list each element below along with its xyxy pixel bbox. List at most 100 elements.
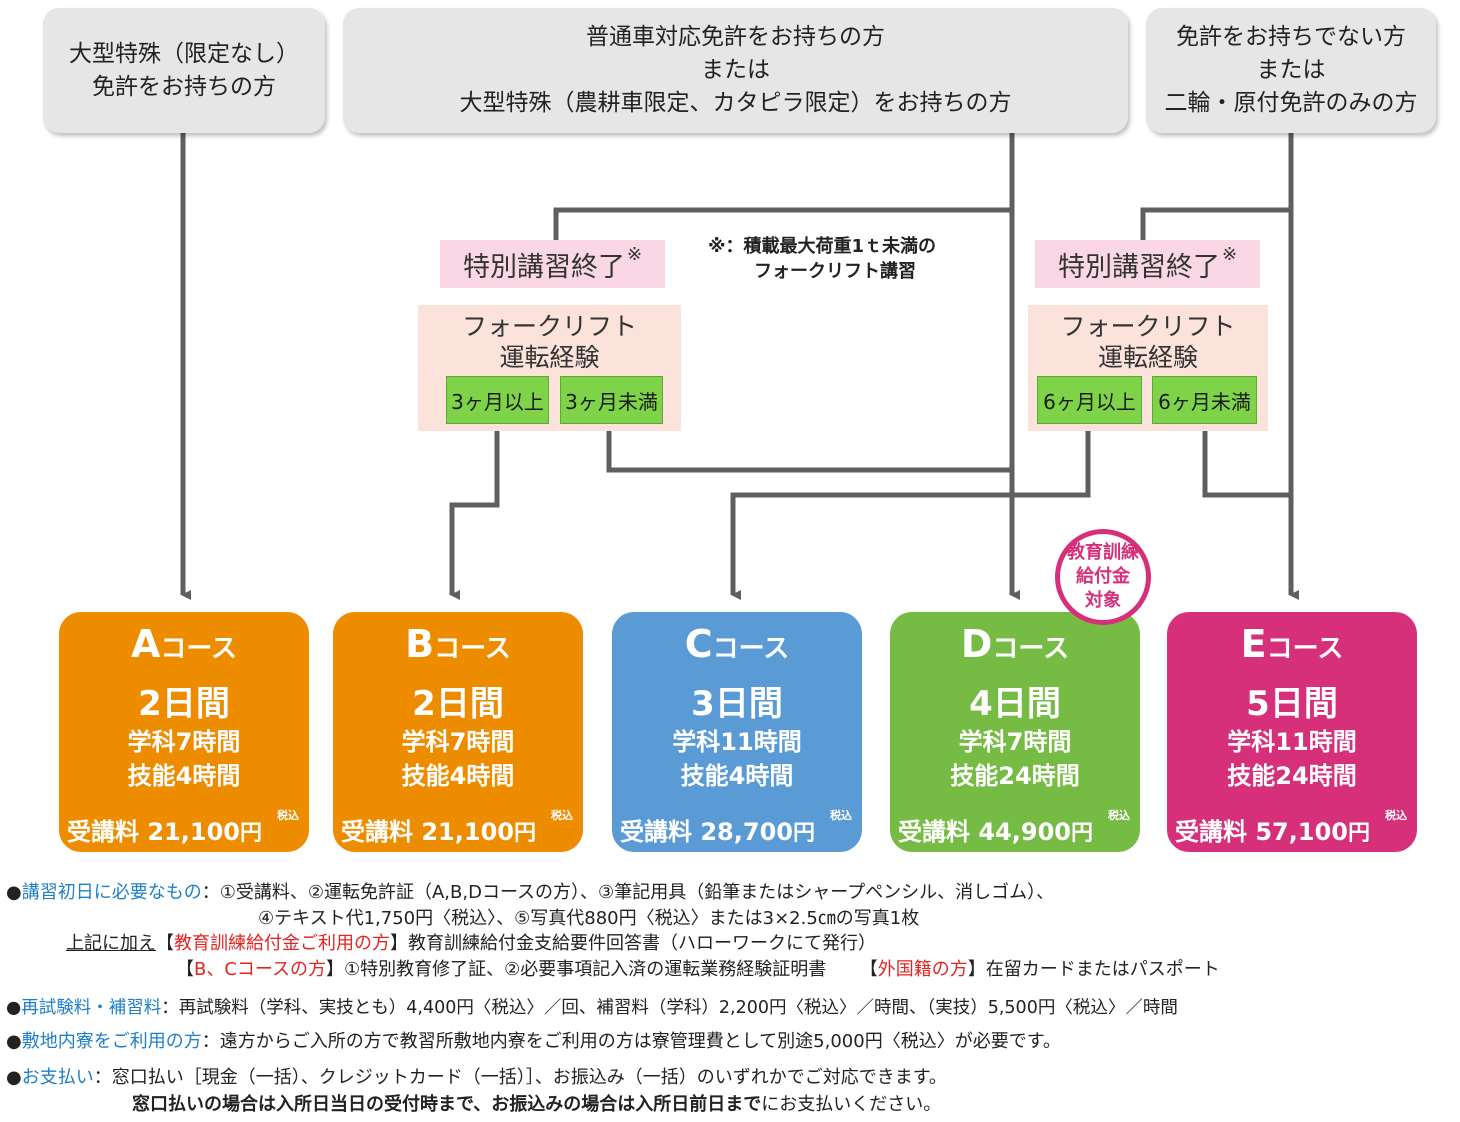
course-c-card: Cコース 3日間 学科11時間 技能4時間 税込 受講料 28,700円	[612, 612, 862, 852]
course-fee: 受講料 28,700円	[620, 812, 862, 847]
retest-label: 再試験料・補習料	[21, 998, 162, 1018]
fee-amount: 28,700	[700, 818, 793, 846]
experience-title: フォークリフト 運転経験	[418, 311, 681, 373]
course-tax-label: 税込	[551, 809, 573, 822]
dorm-label: 敷地内寮をご利用の方	[21, 1031, 202, 1052]
special-label: 特別講習終了	[462, 251, 625, 283]
needs-text: ：①受講料、②運転免許証（A,B,Dコースの方）、③筆記用具（鉛筆またはシャープ…	[201, 882, 1055, 903]
footer-payment-line: ●お支払い：窓口払い［現金（一括）、クレジットカード（一括）］、お振込み（一括）…	[6, 1067, 947, 1089]
course-days: 2日間	[412, 684, 504, 724]
kyouiku-label: 教育訓練給付金ご利用の方	[174, 933, 390, 954]
course-letter: B	[405, 622, 435, 666]
course-skill-hours: 技能4時間	[401, 762, 515, 790]
course-lecture-hours: 学科7時間	[958, 728, 1072, 756]
top-box-line: 免許をお持ちでない方	[1176, 24, 1406, 50]
course-lecture-hours: 学科11時間	[1227, 728, 1357, 756]
badge-line: 給付金	[1076, 566, 1130, 587]
course-skill-hours: 技能24時間	[1227, 762, 1357, 790]
badge-line: 対象	[1085, 590, 1121, 611]
footer-addition-line: 上記に加え【教育訓練給付金ご利用の方】教育訓練給付金支給要件回答書（ハローワーク…	[66, 933, 876, 955]
top-box-line: 免許をお持ちの方	[92, 73, 276, 100]
special-course-right: 特別講習終了※	[1035, 240, 1260, 288]
bullet: ●	[6, 1067, 22, 1088]
fee-yen: 円	[513, 821, 536, 846]
course-fee: 受講料 44,900円	[898, 812, 1140, 847]
forklift-note: ※：積載最大荷重1ｔ未満の フォークリフト講習	[708, 234, 936, 284]
experience-title-line: フォークリフト	[461, 312, 637, 341]
course-letter: A	[130, 622, 161, 666]
course-suffix: コース	[712, 634, 790, 664]
bullet: ●	[6, 882, 22, 903]
course-name: Cコース	[612, 622, 862, 666]
retest-text: ：再試験料（学科、実技とも）4,400円〈税込〉／回、補習料（学科）2,200円…	[161, 998, 1178, 1018]
fee-yen: 円	[239, 821, 262, 846]
course-tax-label: 税込	[1385, 809, 1407, 822]
course-name: Aコース	[59, 622, 309, 666]
top-box-line: または	[701, 57, 770, 83]
course-e-card: Eコース 5日間 学科11時間 技能24時間 税込 受講料 57,100円	[1167, 612, 1417, 852]
bracket: 【	[176, 959, 194, 980]
top-box-line: 大型特殊（限定なし）	[69, 40, 299, 67]
badge-line: 教育訓練	[1067, 542, 1139, 563]
bullet: ●	[6, 998, 22, 1018]
top-box-regular-license: 普通車対応免許をお持ちの方 または 大型特殊（農耕車限定、カタピラ限定）をお持ち…	[343, 8, 1128, 133]
kyouiku-text: 】教育訓練給付金支給要件回答書（ハローワークにて発行）	[390, 933, 876, 954]
experience-title-line: 運転経験	[1097, 343, 1198, 372]
footer-payment-deadline: 窓口払いの場合は入所日当日の受付時まで、お振込みの場合は入所日前日までにお支払い…	[132, 1094, 941, 1116]
course-lecture-hours: 学科7時間	[401, 728, 515, 756]
note-line: ※：積載最大荷重1ｔ未満の	[708, 236, 937, 257]
course-lecture-hours: 学科11時間	[672, 728, 802, 756]
note-line: フォークリフト講習	[754, 261, 916, 282]
course-skill-hours: 技能4時間	[127, 762, 241, 790]
top-box-line: 二輪・原付免許のみの方	[1164, 90, 1418, 116]
course-a-card: Aコース 2日間 学科7時間 技能4時間 税込 受講料 21,100円	[59, 612, 309, 852]
footer-dorm-line: ●敷地内寮をご利用の方：遠方からご入所の方で教習所敷地内寮をご利用の方は寮管理費…	[6, 1031, 1061, 1053]
special-course-left: 特別講習終了※	[440, 240, 665, 288]
fee-yen: 円	[1070, 821, 1093, 846]
experience-title-line: 運転経験	[499, 343, 600, 372]
bracket: 【	[859, 959, 878, 980]
course-days: 5日間	[1246, 684, 1338, 724]
fee-yen: 円	[1347, 821, 1370, 846]
course-fee: 受講料 21,100円	[67, 812, 309, 847]
needs-text-2: ④テキスト代1,750円〈税込〉、⑤写真代880円〈税込〉または3×2.5㎝の写…	[258, 908, 920, 929]
top-box-heavy-special: 大型特殊（限定なし） 免許をお持ちの方	[43, 8, 325, 133]
footer-retest-line: ●再試験料・補習料：再試験料（学科、実技とも）4,400円〈税込〉／回、補習料（…	[6, 997, 1178, 1019]
special-label: 特別講習終了	[1057, 251, 1220, 283]
needs-label: 講習初日に必要なもの	[21, 882, 202, 903]
course-tax-label: 税込	[830, 809, 852, 822]
course-fee: 受講料 57,100円	[1175, 812, 1417, 847]
pay-text: ：窓口払い［現金（一括）、クレジットカード（一括）］、お振込み（一括）のいずれか…	[93, 1067, 947, 1088]
fee-label: 受講料	[898, 818, 970, 846]
foreign-label: 外国籍の方	[877, 959, 968, 980]
branch-3-months-over: 3ヶ月以上	[446, 376, 549, 424]
course-letter: D	[960, 622, 993, 666]
course-skill-hours: 技能24時間	[950, 762, 1080, 790]
bc-label: B、Cコースの方	[194, 959, 327, 980]
top-box-line: 大型特殊（農耕車限定、カタピラ限定）をお持ちの方	[459, 90, 1012, 116]
fee-amount: 21,100	[147, 818, 240, 846]
course-suffix: コース	[1266, 634, 1344, 664]
addition-label: 上記に加え	[66, 933, 156, 954]
course-skill-hours: 技能4時間	[680, 762, 794, 790]
fee-amount: 21,100	[421, 818, 514, 846]
footer-bc-line: 【B、Cコースの方】①特別教育修了証、②必要事項記入済の運転業務経験証明書 【外…	[176, 959, 1220, 981]
course-name: Bコース	[333, 622, 583, 666]
course-lecture-hours: 学科7時間	[127, 728, 241, 756]
footer-needs-line1: ●講習初日に必要なもの：①受講料、②運転免許証（A,B,Dコースの方）、③筆記用…	[6, 882, 1054, 904]
fee-label: 受講料	[67, 818, 139, 846]
fee-yen: 円	[792, 821, 815, 846]
branch-6-months-over: 6ヶ月以上	[1037, 376, 1142, 424]
fee-label: 受講料	[1175, 818, 1247, 846]
course-letter: E	[1240, 622, 1267, 666]
fee-amount: 57,100	[1255, 818, 1348, 846]
course-tax-label: 税込	[277, 809, 299, 822]
bc-text: 】①特別教育修了証、②必要事項記入済の運転業務経験証明書	[326, 959, 827, 980]
special-mark: ※	[626, 243, 643, 265]
pay-tail: にお支払いください。	[761, 1094, 942, 1115]
course-suffix: コース	[160, 634, 238, 664]
fee-label: 受講料	[341, 818, 413, 846]
fee-amount: 44,900	[978, 818, 1071, 846]
branch-6-months-under: 6ヶ月未満	[1152, 376, 1257, 424]
